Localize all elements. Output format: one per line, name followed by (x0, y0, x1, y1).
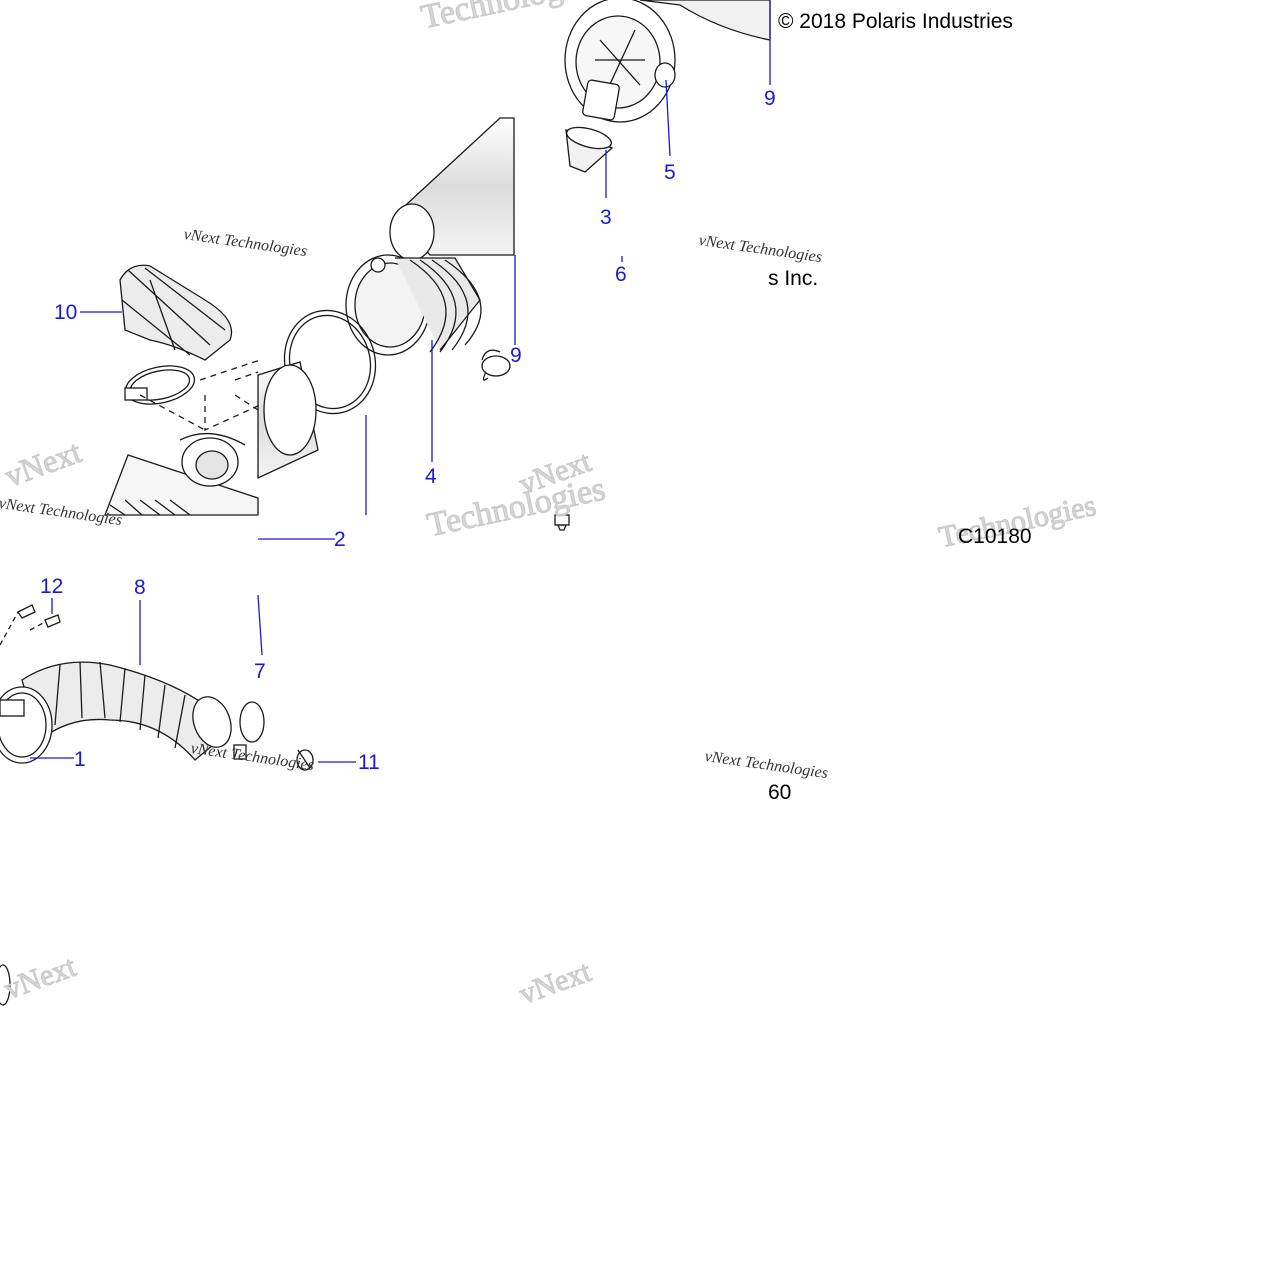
callout-9: 9 (510, 344, 522, 367)
tile-top-right (554, 0, 771, 531)
bolts (0, 604, 61, 646)
callout-1: 1 (74, 748, 86, 771)
callout-4: 4 (425, 465, 437, 488)
callout-5: 5 (664, 161, 676, 184)
lock-nut (554, 514, 570, 531)
intake-hose (21, 661, 232, 761)
callout-7: 7 (254, 660, 266, 683)
small-clamp-2 (0, 964, 11, 1006)
tile-bottom-left (0, 594, 356, 1006)
tile-top-left (80, 117, 516, 540)
air-filter-housing (564, 0, 771, 123)
callout-9: 9 (764, 87, 776, 110)
dust-valve (565, 126, 614, 173)
elbow-duct (119, 264, 233, 361)
callout-10: 10 (54, 301, 78, 324)
airbox-cylinder (389, 117, 515, 261)
small-clip (296, 749, 314, 771)
callout-11: 11 (358, 751, 380, 774)
callout-8: 8 (134, 576, 146, 599)
ribbed-boot (345, 254, 482, 356)
spring-clip (481, 349, 511, 381)
callout-12: 12 (40, 575, 64, 598)
page-number-fragment: 60 (768, 781, 792, 804)
large-clamp (0, 686, 53, 764)
callout-6: 6 (615, 263, 627, 286)
small-clamp (233, 701, 265, 760)
throttle-body (104, 432, 259, 516)
copyright-fragment: s Inc. (768, 267, 819, 290)
drawing-code: C10180 (958, 525, 1032, 548)
hose-clamp (124, 365, 196, 405)
callout-2: 2 (334, 528, 346, 551)
copyright-text: © 2018 Polaris Industries (778, 10, 1013, 33)
callout-3: 3 (600, 206, 612, 229)
